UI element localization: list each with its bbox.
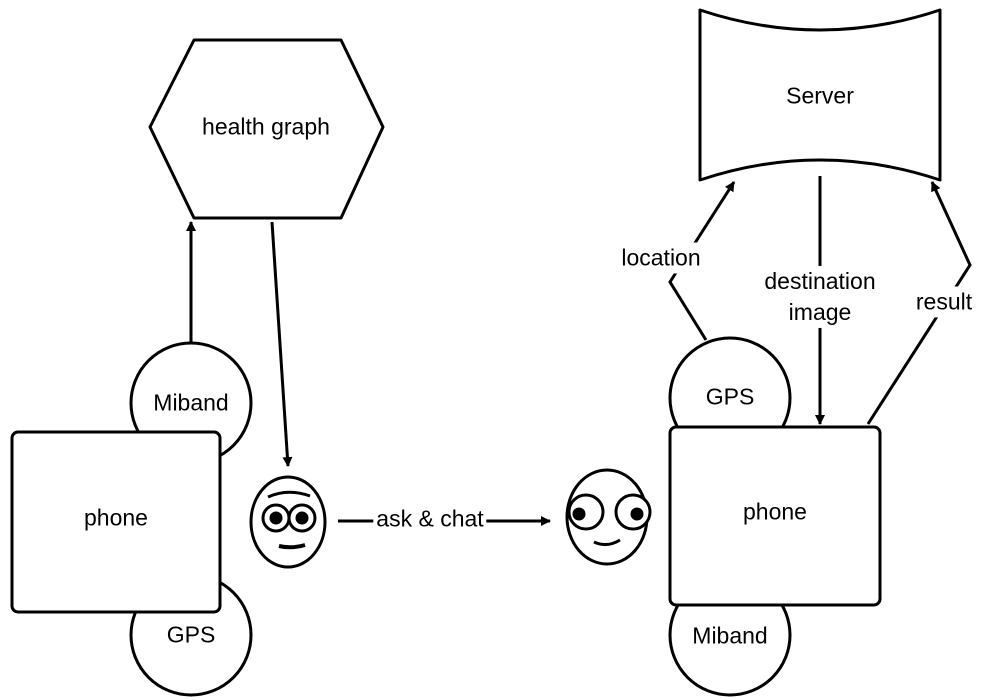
arrow-health-graph-to-user: [270, 221, 293, 467]
arrow-gps-to-server: [668, 181, 736, 341]
left-phone-label: phone: [84, 504, 148, 531]
server-label: Server: [786, 82, 854, 109]
right-phone-label: phone: [743, 498, 807, 525]
right-user-face-icon: [565, 468, 652, 566]
left-gps-label: GPS: [166, 621, 216, 648]
right-gps-label: GPS: [705, 383, 755, 410]
health-graph-hexagon: [148, 38, 385, 220]
result-label: result: [912, 286, 976, 318]
left-phone-box: [10, 430, 222, 614]
right-miband-label: Miband: [692, 622, 768, 649]
location-label: location: [618, 242, 704, 274]
left-user-face-icon: [249, 475, 327, 569]
destination-image-label: destination image: [761, 265, 879, 329]
health-graph-label: health graph: [202, 113, 330, 140]
left-miband-label: Miband: [153, 389, 229, 416]
server-document-shape: [698, 8, 942, 182]
arrow-phone-to-server: [866, 181, 972, 425]
ask-chat-label: ask & chat: [373, 503, 487, 535]
right-phone-box: [668, 425, 882, 607]
